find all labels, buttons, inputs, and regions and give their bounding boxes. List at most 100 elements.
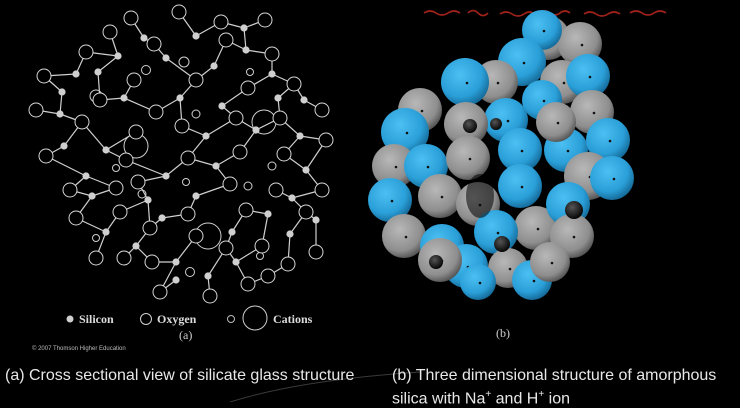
cation-circle <box>141 65 151 75</box>
oxygen-atom <box>240 276 256 292</box>
oxygen-atom <box>272 110 288 126</box>
sphere-center-dot <box>478 281 482 285</box>
legend-oxygen-label: Oxygen <box>157 312 197 326</box>
sphere-center-dot <box>542 29 546 33</box>
oxygen-atom <box>228 110 244 126</box>
silicon-atom <box>232 258 240 266</box>
copyright-notice: © 2007 Thomson Higher Education <box>32 345 126 352</box>
oxygen-atom <box>318 132 334 148</box>
sphere-center-dot <box>508 267 512 271</box>
hydrogen-charge: + <box>538 389 545 400</box>
silicon-atom <box>120 94 128 102</box>
oxygen-atom <box>126 72 142 88</box>
sphere-center-dot <box>608 139 612 143</box>
gray-silicon-sphere <box>372 144 416 188</box>
legend: Silicon Oxygen Cations <box>66 305 313 331</box>
oxygen-atom <box>276 146 292 162</box>
sodium-charge: + <box>485 389 492 400</box>
blue-oxygen-sphere <box>498 128 542 172</box>
ion-sphere <box>490 118 502 130</box>
oxygen-atom <box>174 118 190 134</box>
gray-silicon-sphere <box>536 102 576 142</box>
silicon-atom <box>312 216 320 224</box>
oxygen-atom <box>298 204 314 220</box>
oxygen-atom <box>112 204 128 220</box>
silicon-atom <box>56 110 64 118</box>
oxygen-atom <box>232 144 248 160</box>
silicon-atom <box>82 172 90 180</box>
silicon-atom <box>162 172 170 180</box>
sphere-center-dot <box>572 235 576 239</box>
silicon-atom <box>296 132 304 140</box>
sphere-center-dot <box>440 195 444 199</box>
silicon-atom <box>114 52 122 60</box>
cation-circle <box>182 178 190 186</box>
cluster-cavity-shadow <box>466 174 494 218</box>
silicon-atom <box>192 192 200 200</box>
silicon-atom <box>140 34 148 42</box>
sphere-center-dot <box>592 111 596 115</box>
oxygen-atom <box>74 114 90 130</box>
ion-sphere <box>565 201 583 219</box>
legend-silicon-label: Silicon <box>79 312 114 326</box>
gray-silicon-sphere <box>514 206 558 250</box>
small-cation-legend-icon <box>227 315 235 323</box>
silicon-atom <box>210 62 218 70</box>
oxygen-atom <box>213 14 229 30</box>
oxygen-atom <box>92 92 108 108</box>
ion-sphere <box>463 119 477 133</box>
ion-sphere <box>429 255 443 269</box>
sphere-center-dot <box>566 149 570 153</box>
cation-circle <box>137 189 147 199</box>
silicon-atom <box>58 88 66 96</box>
gray-silicon-sphere <box>446 136 490 180</box>
silicon-atom <box>274 94 282 102</box>
caption-a: (a) Cross sectional view of silicate gla… <box>5 367 355 384</box>
cation-circle <box>191 109 201 119</box>
sphere-center-dot <box>580 43 584 47</box>
silicon-atom <box>60 142 68 150</box>
oxygen-atom <box>142 220 158 236</box>
oxygen-atom <box>188 72 204 88</box>
cation-circle <box>243 181 253 191</box>
legend-cations-label: Cations <box>273 312 313 326</box>
silicon-atom <box>288 194 296 202</box>
oxygen-atom <box>148 104 164 120</box>
sphere-center-dot <box>522 61 526 65</box>
silicon-atom <box>172 276 180 284</box>
oxygen-atom <box>308 244 324 260</box>
silicon-atom <box>94 68 102 76</box>
cation-circle <box>185 267 195 277</box>
gray-silicon-sphere <box>382 214 426 258</box>
oxygen-atom <box>36 68 52 84</box>
oxygen-atom <box>286 76 302 92</box>
oxygen-atom <box>118 152 134 168</box>
silicon-atom <box>300 96 308 104</box>
silicon-atom <box>204 272 212 280</box>
silicon-atom <box>228 228 236 236</box>
sphere-center-dot <box>496 81 500 85</box>
oxygen-atom <box>88 250 104 266</box>
blue-oxygen-sphere <box>381 108 429 156</box>
blue-oxygen-sphere <box>460 264 496 300</box>
cation-circle <box>256 252 264 260</box>
sphere-center-dot <box>506 119 510 123</box>
si-o-bond-line <box>243 27 247 51</box>
silicon-atom <box>212 162 220 170</box>
oxygen-atom <box>264 46 280 62</box>
oxygen-atom <box>116 250 132 266</box>
gray-silicon-sphere <box>530 242 570 282</box>
silicon-atom <box>242 46 250 54</box>
oxygen-atom <box>238 202 254 218</box>
sphere-center-dot <box>542 99 546 103</box>
sphere-center-dot <box>394 165 398 169</box>
sphere-center-dot <box>520 185 524 189</box>
silicon-atom <box>202 132 210 140</box>
oxygen-atom <box>240 80 256 96</box>
oxygen-atom <box>254 238 270 254</box>
oxygen-atom <box>314 102 330 118</box>
si-o-bond-line <box>59 91 63 115</box>
silicon-atom <box>192 32 200 40</box>
silicon-atom <box>72 70 80 78</box>
caption-b-line2-part3: ion <box>544 390 570 408</box>
